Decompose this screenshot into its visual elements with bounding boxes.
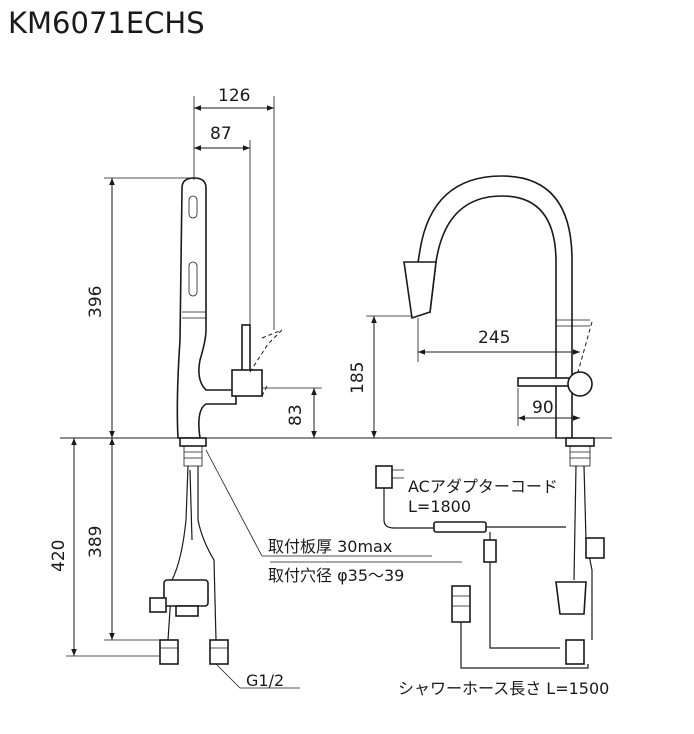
shutoff-valve [163,579,209,607]
shower-button-icon [188,195,198,219]
supply-fitting-right [209,639,229,665]
model-title: KM6071ECHS [8,6,205,40]
lever-hub [567,371,593,397]
dim-420: 420 [49,540,69,572]
hole-diameter-note: 取付穴径 φ35～39 [268,566,404,585]
spray-head [403,261,437,320]
front-lever [517,377,575,387]
dim-87: 87 [210,124,232,144]
dim-185: 185 [348,362,368,394]
dim-245: 245 [478,328,510,348]
ac-adapter-plug [375,465,393,489]
supply-fitting-left [159,639,179,665]
quick-connect [555,581,587,615]
dim-83: 83 [286,404,306,426]
dim-396: 396 [86,286,106,318]
adapter-length-label: L=1800 [408,497,471,516]
spout-body [176,177,237,439]
front-supply-fitting [565,639,585,665]
spray-button-icon [188,261,198,297]
adapter-controller [433,521,487,533]
dim-126: 126 [218,86,250,106]
side-view: 126 87 396 83 420 389 取付板厚 30max 取付穴径 φ3… [49,86,462,690]
thread-note: G1/2 [246,671,284,690]
hose-weight [585,537,605,559]
shower-hose-label: シャワーホース長さ L=1500 [398,679,609,698]
dim-90: 90 [532,398,554,418]
hose-coupler [451,585,471,623]
lever-base [231,369,263,397]
adapter-cord-label: ACアダプターコード [408,477,558,496]
board-thickness-note: 取付板厚 30max [268,537,392,556]
front-view: ACアダプターコード L=1800 シャワーホース長さ L=1500 185 2… [348,175,609,698]
lever-handle [241,324,251,376]
dim-389: 389 [86,526,106,558]
